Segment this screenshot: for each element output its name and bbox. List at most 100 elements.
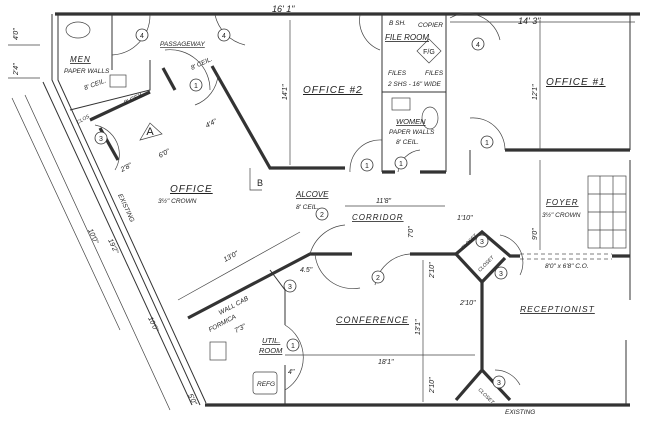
dim-conf-diag: 13'0" <box>223 250 240 264</box>
label-conference: CONFERENCE <box>336 315 409 325</box>
mark-b: B <box>257 178 263 188</box>
label-office2: OFFICE #2 <box>303 85 363 96</box>
walls <box>42 12 640 407</box>
util-walls <box>269 269 286 405</box>
svg-text:1: 1 <box>485 140 489 147</box>
door-swing <box>494 369 521 386</box>
refrigerator <box>252 371 278 395</box>
door-tag: 2 <box>371 270 385 284</box>
door-swing <box>111 14 151 56</box>
label-copier: COPIER <box>418 22 443 29</box>
label-file-symbol: F/G <box>423 49 435 56</box>
door-tag: 3 <box>94 131 108 145</box>
dim-corridor-h: 7'0" <box>408 226 415 238</box>
men-sink <box>109 74 127 88</box>
dim-corridor-w: 11'8" <box>376 198 391 205</box>
dim-top-left: 16' 1" <box>272 4 295 14</box>
label-files-left: FILES <box>388 70 407 77</box>
label-bsh: B SH. <box>389 20 406 27</box>
label-util-room: ROOM <box>259 346 283 355</box>
dim-foyer-h: 9'0" <box>532 228 539 240</box>
label-men: MEN <box>70 55 91 64</box>
dim-office2-h: 14'1" <box>282 84 289 100</box>
dim-ext-a: 10'0" <box>86 228 99 245</box>
door-tag: 3 <box>283 279 297 293</box>
door-swing <box>359 14 381 51</box>
label-corridor: CORRIDOR <box>352 213 404 222</box>
mark-a-triangle <box>139 122 163 141</box>
label-men-walls: PAPER WALLS <box>64 68 110 75</box>
file-women-walls <box>381 14 447 172</box>
dim-line <box>11 94 171 411</box>
svg-text:3: 3 <box>99 136 103 143</box>
conference-top-wall <box>187 252 352 320</box>
label-passageway: PASSAGEWAY <box>160 41 205 48</box>
dim-closet-w: 1'10" <box>457 215 473 222</box>
label-foyer: FOYER <box>546 198 579 207</box>
label-women-ceil: 8' CEIL. <box>396 139 419 146</box>
dimension-labels: 16' 1" 14' 3" 4'0" 2'4" 14'1" 12'1" 9'0"… <box>13 4 541 407</box>
door-tag: 1 <box>480 135 494 149</box>
door-swing <box>397 149 421 173</box>
label-women: WOMEN <box>396 117 426 126</box>
dim-a-s: 2'8" <box>119 162 134 174</box>
svg-text:3: 3 <box>499 271 503 278</box>
dimension-lines <box>8 20 635 411</box>
dim-ext-c: 10'0" <box>146 316 159 333</box>
label-women-walls: PAPER WALLS <box>389 129 435 136</box>
women-sink <box>391 97 411 111</box>
door-tag: 2 <box>315 207 329 221</box>
room-labels: OFFICE #2 OFFICE #1 OFFICE 3½" CROWN MEN… <box>64 20 605 416</box>
dim-a-w: 6'0" <box>158 148 172 160</box>
door-swing <box>164 49 211 91</box>
dim-recep-w: 2'10" <box>459 300 476 307</box>
door-swing <box>284 324 304 391</box>
svg-text:1: 1 <box>399 161 403 168</box>
door-tags: 4 4 1 4 1 1 1 2 2 3 3 1 3 3 3 <box>94 28 508 389</box>
label-files-note: 2 SHS - 16" WIDE <box>387 81 442 88</box>
foyer-tile-grid <box>587 175 627 249</box>
label-clos: CLOS <box>76 113 91 125</box>
dim-line <box>177 231 301 301</box>
door-tag: 3 <box>494 266 508 280</box>
label-ceil-a: 8' CEIL. <box>123 91 147 107</box>
closet-divider <box>454 252 507 285</box>
women-toilet <box>421 106 439 130</box>
svg-text:3: 3 <box>288 284 292 291</box>
label-files-right: FILES <box>425 70 444 77</box>
label-men-ceil: 8' CEIL. <box>83 77 107 91</box>
mark-b-arrow <box>249 168 262 191</box>
men-toilet <box>65 21 91 39</box>
door-tag: 4 <box>135 28 149 42</box>
door-swing <box>469 117 506 151</box>
door-swing <box>194 74 219 106</box>
svg-text:2: 2 <box>376 275 380 282</box>
svg-text:4: 4 <box>140 33 144 40</box>
label-office: OFFICE <box>170 184 213 195</box>
svg-text:4: 4 <box>476 42 480 49</box>
left-exterior-wall-outer <box>42 81 193 406</box>
label-foyer-crown: 3½" CROWN <box>542 211 581 219</box>
util-sink <box>209 341 227 361</box>
dim-office1-h: 12'1" <box>532 84 539 100</box>
svg-text:3: 3 <box>480 239 484 246</box>
svg-text:1: 1 <box>194 83 198 90</box>
left-exterior-wall <box>51 14 207 406</box>
label-existing-left: EXISTING <box>116 193 135 223</box>
label-file-room: FILE ROOM <box>385 33 429 42</box>
right-wall <box>625 14 631 405</box>
label-refg: REFG <box>257 381 275 388</box>
label-closet: CLOSET <box>477 387 496 406</box>
dim-ext-b: 19'2" <box>106 238 119 255</box>
label-existing-bottom: EXISTING <box>505 409 535 416</box>
door-swing <box>94 124 120 171</box>
passage-wall <box>161 67 177 91</box>
door-swing <box>314 253 361 289</box>
door-swing <box>214 14 246 46</box>
cased-opening <box>520 253 612 260</box>
dim-four: 4" <box>288 369 295 376</box>
dim-clos-h1: 2'10" <box>429 262 436 279</box>
label-alcove-ceil: 8' CEIL. <box>296 204 319 211</box>
door-swing <box>499 234 524 276</box>
